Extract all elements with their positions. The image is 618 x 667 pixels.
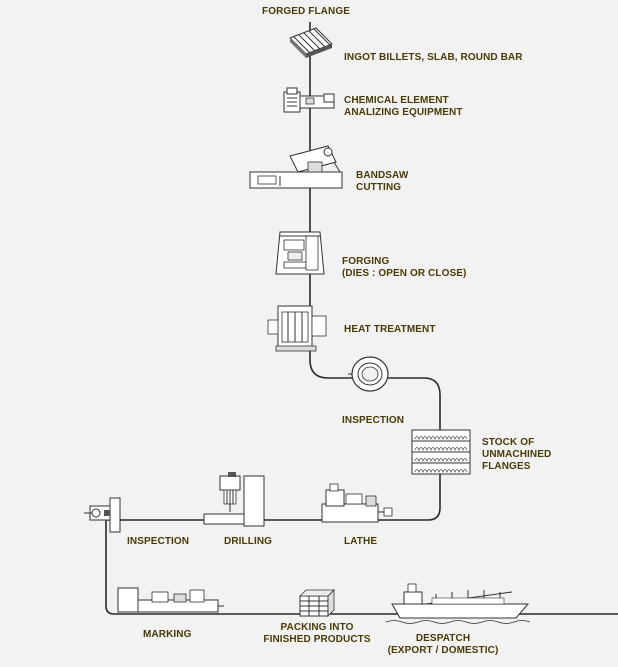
label-chemical-line2: ANALIZING EQUIPMENT <box>344 107 463 118</box>
inspection-ring-icon <box>348 356 389 392</box>
label-stock-line3: FLANGES <box>482 461 531 472</box>
label-forging: FORGING (DIES : OPEN OR CLOSE) <box>342 256 466 280</box>
label-chemical-line1: CHEMICAL ELEMENT <box>344 95 449 106</box>
label-chemical-analyzing: CHEMICAL ELEMENT ANALIZING EQUIPMENT <box>344 95 463 119</box>
label-marking: MARKING <box>143 629 192 640</box>
flow-connector-line <box>105 22 618 615</box>
gauge-inspection-icon <box>84 497 121 533</box>
label-ingot-billets: INGOT BILLETS, SLAB, ROUND BAR <box>344 52 523 63</box>
label-packing-line2: FINISHED PRODUCTS <box>263 634 371 645</box>
furnace-icon <box>267 305 327 352</box>
bandsaw-machine-icon <box>249 145 343 189</box>
label-bandsaw-line1: BANDSAW <box>356 170 409 181</box>
label-lathe: LATHE <box>344 536 378 547</box>
label-heat-treatment: HEAT TREATMENT <box>344 324 436 335</box>
packed-crate-icon <box>299 589 335 617</box>
title-forged-flange: FORGED FLANGE <box>262 6 350 17</box>
label-forging-line2: (DIES : OPEN OR CLOSE) <box>342 268 467 279</box>
stacked-bars-icon <box>289 27 333 58</box>
label-stock-unmachined: STOCK OF UNMACHINED FLANGES <box>482 437 551 473</box>
label-bandsaw-cutting: BANDSAW CUTTING <box>356 170 408 194</box>
label-packing-line1: PACKING INTO <box>280 622 354 633</box>
label-despatch-line1: DESPATCH <box>415 633 471 644</box>
lathe-machine-icon <box>321 483 393 523</box>
shelf-stock-icon <box>411 429 471 475</box>
label-stock-line1: STOCK OF <box>482 437 535 448</box>
label-despatch: DESPATCH (EXPORT / DOMESTIC) <box>384 633 502 657</box>
label-packing: PACKING INTO FINISHED PRODUCTS <box>258 622 376 646</box>
forging-press-icon <box>275 231 325 275</box>
drill-press-icon <box>203 472 265 527</box>
label-despatch-line2: (EXPORT / DOMESTIC) <box>387 645 499 656</box>
cargo-ship-icon <box>385 583 531 624</box>
label-inspection-2: INSPECTION <box>127 536 190 547</box>
label-forging-line1: FORGING <box>342 256 390 267</box>
label-bandsaw-line2: CUTTING <box>356 182 402 193</box>
label-stock-line2: UNMACHINED <box>482 449 552 460</box>
label-drilling: DRILLING <box>224 536 273 547</box>
analyzer-machine-icon <box>283 87 335 113</box>
marking-machine-icon <box>117 587 224 613</box>
label-inspection-1: INSPECTION <box>342 415 405 426</box>
